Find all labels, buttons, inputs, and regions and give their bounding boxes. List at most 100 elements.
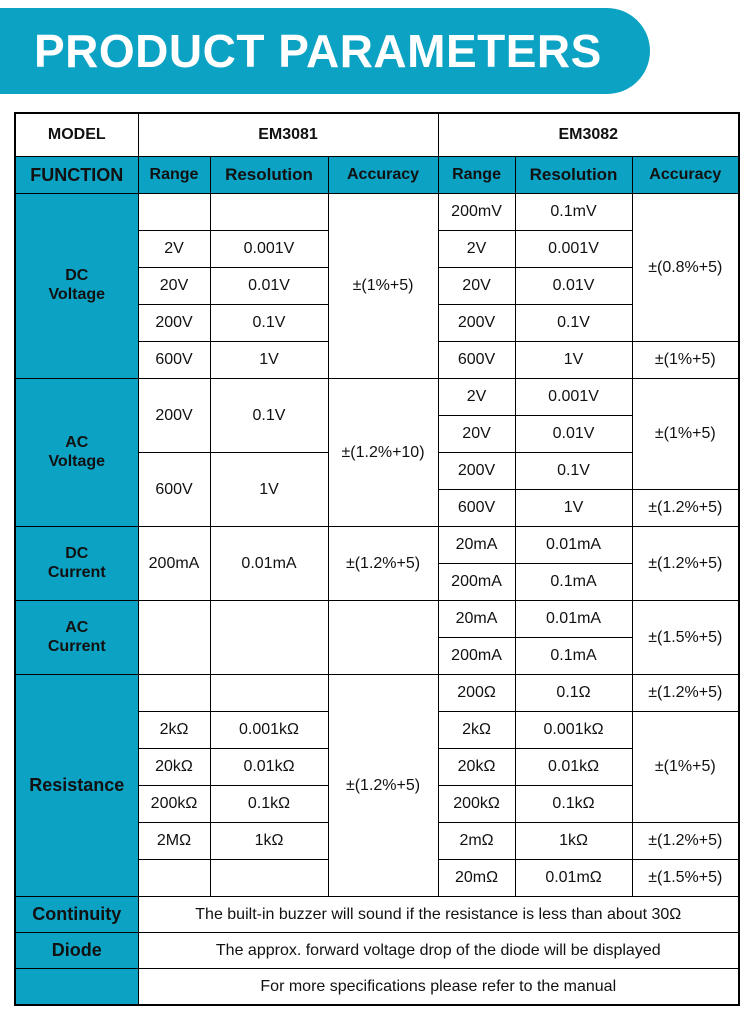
table-row-dc-voltage-3: 20V 0.01V 20V 0.01V [15, 267, 739, 305]
cell-resolution: 0.1V [514, 452, 633, 490]
cell-resolution [209, 859, 329, 897]
cell-resolution: 1V [209, 341, 329, 379]
table-row-ac-current-1: AC Current 20mA 0.01mA ±(1.5%+5) [14, 600, 740, 675]
table-row-ac-voltage-3: 600V 1V 200V 0.1V [15, 452, 739, 527]
cell-resolution: 0.01V [514, 267, 633, 305]
table-row-diode: Diode The approx. forward voltage drop o… [14, 932, 740, 969]
cell-range: 20mΩ [437, 859, 516, 897]
cell-accuracy-em3081 [327, 600, 439, 675]
product-parameters-banner: PRODUCT PARAMETERS [0, 8, 650, 94]
model-label: MODEL [14, 112, 139, 157]
cell-range: 2V [437, 378, 516, 416]
specifications-table: MODEL EM3081 EM3082 FUNCTION Range Resol… [14, 112, 741, 1006]
cell-range: 600V [437, 489, 516, 527]
cell-resolution: 0.01kΩ [514, 748, 633, 786]
function-label-dc-voltage: DC Voltage [14, 193, 139, 379]
cell-accuracy-em3082: ±(1%+5) [631, 378, 740, 490]
diode-description: The approx. forward voltage drop of the … [137, 932, 740, 969]
cell-range: 20mA [437, 600, 516, 638]
cell-range: 2kΩ [137, 711, 211, 749]
cell-range: 200V [137, 378, 211, 453]
function-label-line2: Current [47, 637, 106, 655]
cell-resolution [209, 600, 329, 675]
cell-range: 20kΩ [437, 748, 516, 786]
cell-range [137, 674, 211, 712]
table-row-header: FUNCTION Range Resolution Accuracy Range… [14, 156, 740, 194]
cell-resolution: 0.1V [514, 304, 633, 342]
cell-resolution: 0.1mV [514, 193, 633, 231]
cell-resolution: 0.01mA [514, 600, 633, 638]
cell-range: 200mV [437, 193, 516, 231]
header-function: FUNCTION [14, 156, 139, 194]
cell-resolution [209, 674, 329, 712]
cell-resolution: 0.1Ω [514, 674, 633, 712]
function-label-line2: Voltage [48, 452, 106, 470]
function-label-empty [14, 968, 139, 1006]
cell-resolution: 0.001kΩ [514, 711, 633, 749]
cell-range: 200kΩ [437, 785, 516, 823]
table-row-resistance-5: 2MΩ 1kΩ 2mΩ 1kΩ ±(1.2%+5) [15, 822, 740, 860]
header-resolution-em3082: Resolution [514, 156, 633, 194]
table-row-ac-voltage-1: AC Voltage 200V 0.1V ±(1.2%+10) 2V 0.001… [14, 378, 740, 527]
cell-range: 200kΩ [137, 785, 211, 823]
cell-resolution: 0.001V [209, 230, 329, 268]
function-label-line1: Resistance [29, 774, 125, 795]
cell-accuracy-em3081: ±(1.2%+10) [327, 378, 439, 527]
manual-reference-note: For more specifications please refer to … [137, 968, 740, 1006]
table-row-ac-voltage-4: 600V 1V ±(1.2%+5) [15, 489, 740, 527]
cell-accuracy-em3082: ±(1.2%+5) [631, 489, 740, 527]
cell-resolution: 0.01kΩ [209, 748, 329, 786]
table-row-resistance-2: 2kΩ 0.001kΩ 2kΩ 0.001kΩ ±(1%+5) [15, 711, 740, 823]
cell-resolution: 0.1V [209, 304, 329, 342]
function-label-line2: Voltage [48, 286, 106, 303]
cell-range: 600V [137, 341, 211, 379]
function-label-line1: AC [65, 618, 89, 636]
cell-range: 2V [437, 230, 516, 268]
function-label-ac-current: AC Current [14, 600, 139, 675]
cell-accuracy-em3082: ±(1.2%+5) [631, 674, 740, 712]
cell-range: 2kΩ [437, 711, 516, 749]
cell-accuracy-em3081: ±(1%+5) [327, 193, 439, 379]
cell-resolution: 0.01mA [209, 526, 329, 601]
cell-resolution: 1kΩ [514, 822, 633, 860]
table-row-dc-voltage-1: DC Voltage ±(1%+5) 200mV 0.1mV ±(0.8%+5) [14, 193, 740, 379]
cell-accuracy-em3081: ±(1.2%+5) [327, 674, 439, 897]
function-label-diode: Diode [14, 932, 139, 969]
header-range-em3081: Range [137, 156, 211, 194]
table-row-dc-voltage-5: 600V 1V 600V 1V ±(1%+5) [15, 341, 740, 379]
function-label-line1: DC [65, 544, 89, 562]
cell-accuracy-em3082: ±(1.2%+5) [631, 822, 740, 860]
cell-resolution: 0.1V [209, 378, 329, 453]
cell-range [137, 859, 211, 897]
cell-accuracy-em3082: ±(1.5%+5) [631, 600, 740, 675]
model-em3082: EM3082 [437, 112, 740, 157]
table-row-dc-current-1: DC Current 200mA 0.01mA ±(1.2%+5) 20mA 0… [14, 526, 740, 601]
cell-resolution: 0.1kΩ [209, 785, 329, 823]
cell-resolution [209, 193, 329, 231]
cell-resolution: 0.1mA [514, 637, 633, 675]
cell-range: 20V [137, 267, 211, 305]
table-row-dc-voltage-2: 2V 0.001V 2V 0.001V [15, 230, 739, 268]
table-row-dc-voltage-4: 200V 0.1V 200V 0.1V [15, 304, 739, 342]
function-label-ac-voltage: AC Voltage [14, 378, 139, 527]
specifications-table-container: MODEL EM3081 EM3082 FUNCTION Range Resol… [14, 112, 741, 1006]
cell-resolution: 0.001V [514, 230, 633, 268]
cell-accuracy-em3082: ±(1%+5) [631, 341, 740, 379]
cell-resolution: 1V [514, 489, 633, 527]
cell-range: 2MΩ [137, 822, 211, 860]
cell-range: 2V [137, 230, 211, 268]
cell-range: 200mA [137, 526, 211, 601]
page-title: PRODUCT PARAMETERS [34, 25, 602, 77]
cell-resolution: 0.1kΩ [514, 785, 633, 823]
cell-resolution: 0.01V [209, 267, 329, 305]
function-label-resistance: Resistance [14, 674, 139, 897]
cell-accuracy-em3082: ±(0.8%+5) [631, 193, 740, 342]
cell-resolution: 0.1mA [514, 563, 633, 601]
cell-range [137, 600, 211, 675]
table-row-resistance-1: Resistance ±(1.2%+5) 200Ω 0.1Ω ±(1.2%+5) [14, 674, 740, 897]
table-row-ac-voltage-2: 20V 0.01V [15, 415, 739, 453]
cell-range: 200mA [437, 563, 516, 601]
table-row-continuity: Continuity The built-in buzzer will soun… [14, 896, 740, 933]
cell-resolution: 0.01mΩ [514, 859, 633, 897]
cell-resolution: 0.001kΩ [209, 711, 329, 749]
